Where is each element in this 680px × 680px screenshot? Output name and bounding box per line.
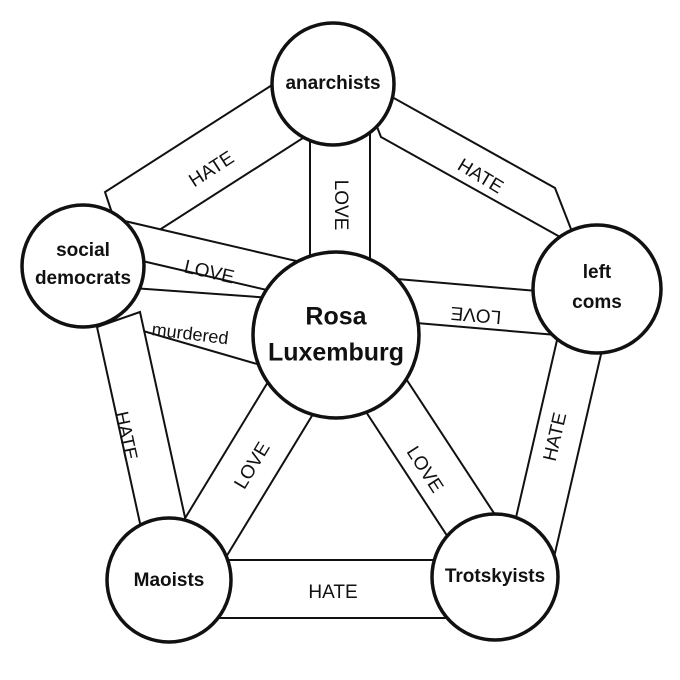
node-social-democrats-circle [20,203,146,329]
node-anarchists-label: anarchists [285,73,380,94]
node-left-coms-label-line1: left [583,262,612,283]
node-maoists: Maoists [105,516,233,644]
node-anarchists: anarchists [270,21,396,147]
node-left-coms-circle [531,223,663,355]
node-trotskyists-circle [430,512,560,642]
node-left-coms: left coms [531,223,663,355]
node-social-democrats-label-line2: democrats [35,268,131,289]
node-social-democrats: social democrats [20,203,146,329]
node-rosa-luxemburg: Rosa Luxemburg [251,250,421,420]
node-trotskyists-label: Trotskyists [445,566,545,587]
node-maoists-circle [105,516,233,644]
node-anarchists-circle [270,21,396,147]
node-rosa-luxemburg-label-line1: Rosa [305,303,367,331]
node-left-coms-label-line2: coms [572,292,622,313]
node-maoists-label: Maoists [134,570,205,591]
node-rosa-luxemburg-circle [251,250,421,420]
edge-label-leftcoms-rosa: LOVE [450,302,502,327]
node-social-democrats-label-line1: social [56,240,110,261]
edge-label-maoists-trotskyists: HATE [308,582,357,603]
node-rosa-luxemburg-label-line2: Luxemburg [268,339,404,367]
node-trotskyists: Trotskyists [430,512,560,642]
edge-label-anarchists-rosa: LOVE [330,180,351,231]
